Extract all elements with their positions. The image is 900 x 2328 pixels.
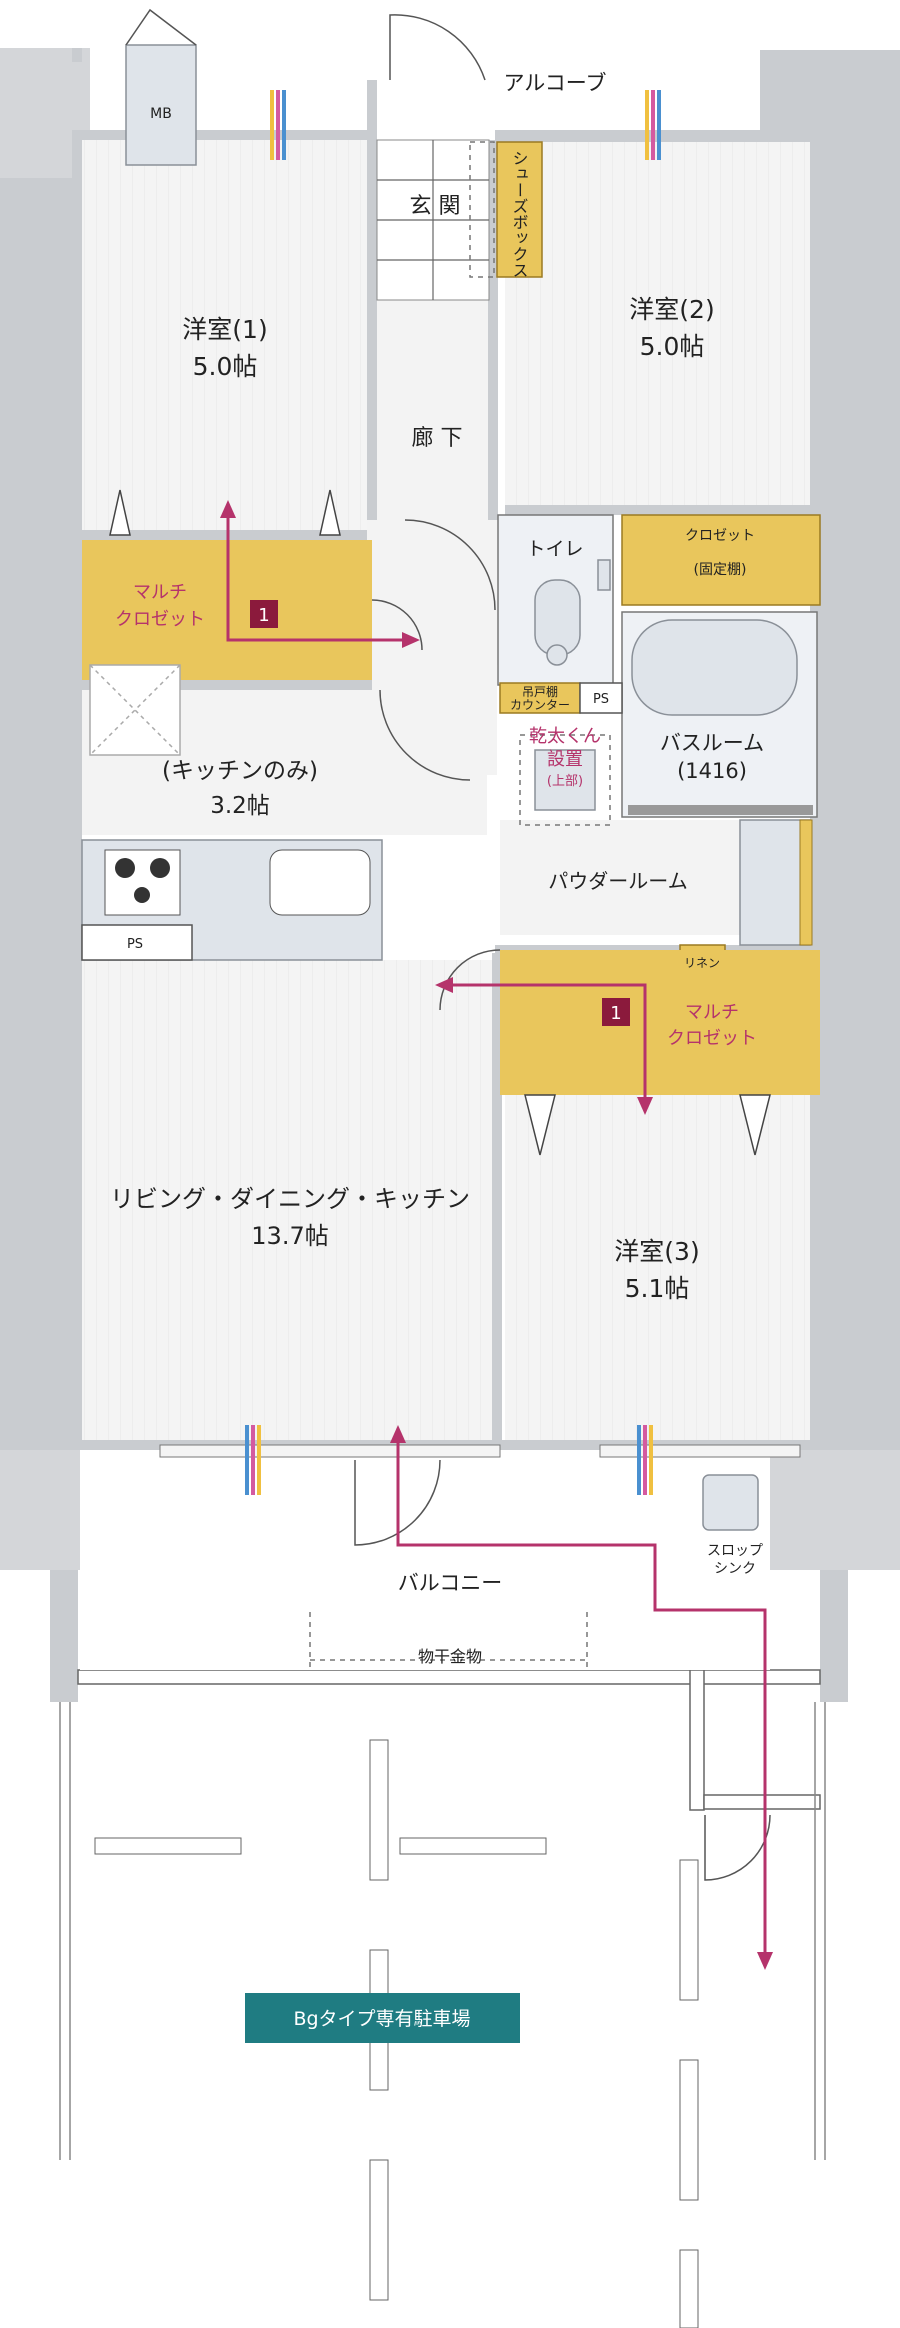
room1-name: 洋室(1) — [182, 315, 267, 344]
utility-strip — [499, 682, 623, 826]
room3-size: 5.1帖 — [625, 1274, 690, 1303]
window-vent-marks — [245, 90, 661, 1495]
alcove-label: アルコーブ — [503, 71, 606, 95]
toilet-room — [497, 514, 614, 686]
parking-label: Bgタイプ専有駐車場 — [293, 2008, 470, 2030]
kitchen — [81, 664, 383, 961]
access-arrows — [220, 500, 773, 1970]
mb-label: MB — [150, 106, 172, 122]
bath-size: (1416) — [677, 759, 747, 783]
multi-closet-upper-a: マルチ — [133, 582, 187, 603]
slop-b: シンク — [714, 1561, 756, 1577]
hallway-label: 廊 下 — [412, 426, 463, 451]
ldk-name: リビング・ダイニング・キッチン — [110, 1185, 470, 1213]
toilet-label: トイレ — [526, 538, 583, 560]
shoebox-label: シューズボックス — [510, 150, 529, 278]
hanging-shelf-a: 吊戸棚 — [522, 684, 558, 699]
badges: 1 1 — [250, 600, 630, 1026]
room1-size: 5.0帖 — [193, 352, 258, 381]
balcony-area — [80, 1444, 801, 1672]
parking-area — [59, 1702, 826, 2328]
dryer-a: 乾太くん — [529, 726, 601, 747]
bath-name: バスルーム — [660, 731, 764, 755]
badge-upper-label: 1 — [258, 605, 269, 626]
room2-name: 洋室(2) — [629, 295, 714, 324]
powder-room-label: パウダールーム — [548, 869, 687, 893]
hanging-shelf-b: カウンター — [510, 698, 570, 712]
multi-closet-upper-b: クロゼット — [115, 609, 205, 630]
dryer-b: 設置 — [547, 749, 583, 770]
multi-closet-lower-a: マルチ — [685, 1002, 739, 1023]
ps-label-kitchen: PS — [127, 937, 143, 952]
hall-doors — [379, 519, 496, 781]
badge-lower — [602, 998, 630, 1026]
closet-fixed-b: (固定棚) — [694, 562, 747, 578]
ldk-size: 13.7帖 — [251, 1222, 328, 1250]
multi-closet-lower-b: クロゼット — [667, 1028, 757, 1049]
slop-a: スロップ — [707, 1543, 763, 1559]
kitchen-only: (キッチンのみ) — [162, 758, 318, 784]
closet-fixed-a: クロゼット — [685, 528, 755, 544]
kitchen-size: 3.2帖 — [210, 793, 270, 819]
bathroom — [621, 611, 818, 818]
ps-label-upper: PS — [593, 692, 609, 707]
text-labels: アルコーブ MB 玄 関 シューズボックス 廊 下 洋室(1) 5.0帖 洋室(… — [110, 71, 764, 2030]
badge-upper — [250, 600, 278, 628]
clothes-hanger-label: 物干金物 — [418, 1647, 482, 1666]
multi-closet-lower — [439, 949, 820, 1156]
badge-lower-label: 1 — [610, 1003, 621, 1024]
entrance-label: 玄 関 — [410, 194, 461, 219]
balcony-label: バルコニー — [398, 1571, 503, 1595]
room-floors — [82, 138, 820, 1450]
dryer-c: (上部) — [547, 774, 583, 789]
closet-fixed — [621, 514, 821, 606]
building-shell — [0, 48, 900, 1811]
room2-size: 5.0帖 — [640, 332, 705, 361]
room3-name: 洋室(3) — [614, 1237, 699, 1266]
entrance-area — [125, 8, 543, 301]
parking-label-box — [245, 1993, 520, 2043]
linen-label: リネン — [684, 956, 720, 970]
